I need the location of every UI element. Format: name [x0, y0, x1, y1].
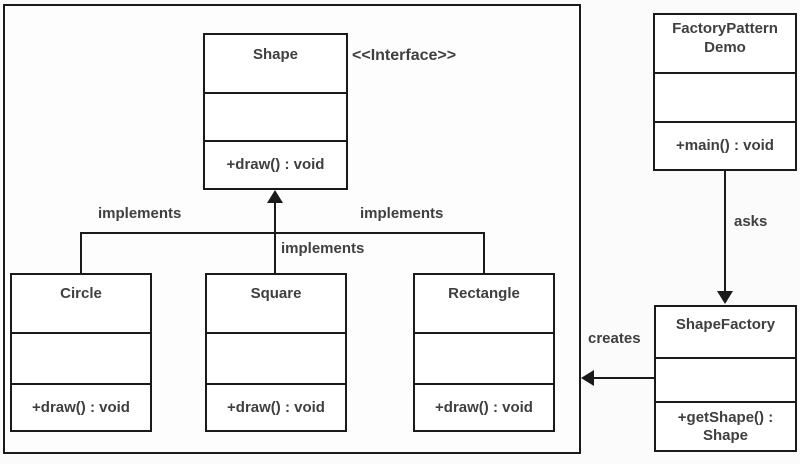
- class-box-shape: Shape +draw() : void: [203, 33, 348, 190]
- class-attributes-square: [207, 332, 345, 383]
- class-box-square: Square +draw() : void: [205, 273, 347, 432]
- class-name-circle: Circle: [60, 285, 102, 302]
- class-method-circle: +draw() : void: [12, 383, 150, 430]
- implements-label-right: implements: [360, 205, 444, 222]
- class-attributes-factory-pattern-demo: [655, 72, 795, 121]
- class-name-square: Square: [250, 285, 302, 302]
- class-method-factory-pattern-demo: +main() : void: [655, 121, 795, 169]
- class-method-rectangle: +draw() : void: [415, 383, 553, 430]
- asks-connector-line: [724, 171, 726, 293]
- class-method-shape: +draw() : void: [205, 140, 346, 188]
- class-box-rectangle: Rectangle +draw() : void: [413, 273, 555, 432]
- implements-connector-horizontal-line: [80, 232, 485, 234]
- asks-arrowhead-icon: [717, 291, 733, 304]
- class-attributes-rectangle: [415, 332, 553, 383]
- class-box-circle: Circle +draw() : void: [10, 273, 152, 432]
- creates-arrowhead-icon: [581, 370, 594, 386]
- interface-stereotype-label: <<Interface>>: [352, 47, 457, 64]
- implements-label-left: implements: [98, 205, 182, 222]
- class-name-factory-pattern-demo: FactoryPattern Demo: [672, 20, 778, 56]
- implements-connector-right-line: [483, 232, 485, 273]
- class-method-square: +draw() : void: [207, 383, 345, 430]
- implements-arrowhead-icon: [267, 190, 283, 203]
- implements-connector-left-line: [80, 232, 82, 273]
- class-box-shape-factory: ShapeFactory +getShape() : Shape: [654, 305, 797, 452]
- class-attributes-shape-factory: [656, 357, 795, 401]
- implements-connector-middle-line: [274, 198, 276, 273]
- creates-connector-line: [592, 377, 654, 379]
- class-name-rectangle: Rectangle: [448, 285, 520, 302]
- creates-label: creates: [588, 330, 641, 347]
- class-attributes-shape: [205, 92, 346, 140]
- class-name-shape-factory: ShapeFactory: [675, 316, 776, 333]
- class-attributes-circle: [12, 332, 150, 383]
- implements-label-middle: implements: [281, 240, 365, 257]
- class-box-factory-pattern-demo: FactoryPattern Demo +main() : void: [653, 13, 797, 171]
- asks-label: asks: [734, 213, 768, 230]
- class-name-shape: Shape: [252, 46, 298, 63]
- class-method-shape-factory: +getShape() : Shape: [656, 401, 795, 450]
